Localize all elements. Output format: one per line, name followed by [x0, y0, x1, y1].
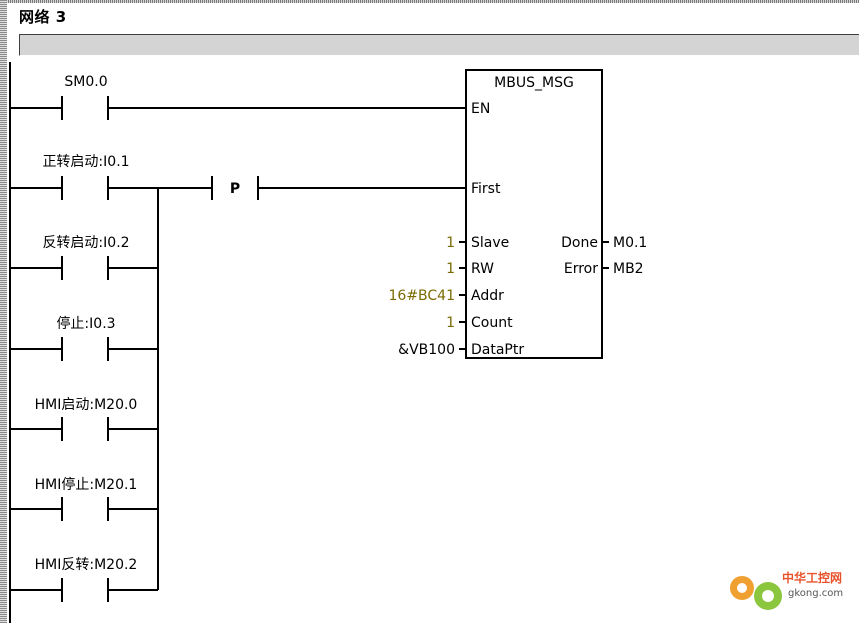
- gkong-watermark: 中华工控网 gkong.com: [730, 570, 843, 610]
- pin-addr-value[interactable]: 16#BC41: [389, 288, 456, 304]
- contact-m20-0[interactable]: [61, 417, 109, 441]
- mbus-msg-block[interactable]: [465, 69, 603, 359]
- pin-count: Count: [471, 315, 513, 331]
- frame-left-border: [0, 0, 7, 623]
- contact-i0-1[interactable]: [61, 176, 109, 200]
- contact-label: HMI启动:M20.0: [35, 397, 138, 413]
- contact-i0-3[interactable]: [61, 337, 109, 361]
- contact-label: 正转启动:I0.1: [42, 154, 129, 170]
- contact-label: SM0.0: [64, 74, 107, 90]
- pin-first: First: [471, 181, 501, 197]
- pin-done: Done: [561, 235, 598, 251]
- pin-done-value[interactable]: M0.1: [613, 235, 647, 251]
- contact-i0-2[interactable]: [61, 256, 109, 280]
- pin-rw: RW: [471, 261, 494, 277]
- pin-en: EN: [471, 101, 490, 117]
- contact-label: 停止:I0.3: [56, 315, 115, 332]
- contact-label: HMI反转:M20.2: [35, 557, 138, 573]
- gear-icon: [730, 576, 782, 610]
- watermark-en: gkong.com: [788, 588, 843, 599]
- watermark-cn: 中华工控网: [782, 570, 842, 585]
- frame-top-border: [0, 0, 859, 3]
- pin-slave: Slave: [471, 235, 509, 251]
- block-title: MBUS_MSG: [494, 75, 574, 91]
- contact-label: 反转启动:I0.2: [42, 235, 129, 251]
- pin-dataptr-value[interactable]: &VB100: [398, 342, 455, 358]
- pin-count-value[interactable]: 1: [446, 315, 455, 331]
- rung-wires: [10, 107, 466, 591]
- edge-detector-label: P: [230, 181, 240, 197]
- pin-error-value[interactable]: MB2: [613, 261, 644, 277]
- network-title[interactable]: 网络 3: [19, 8, 67, 26]
- contact-label: HMI停止:M20.1: [35, 476, 138, 493]
- edge-detector-p[interactable]: [211, 176, 259, 200]
- pin-slave-value[interactable]: 1: [446, 235, 455, 251]
- pin-dataptr: DataPtr: [471, 342, 524, 358]
- contact-sm0-0[interactable]: [61, 96, 109, 120]
- pin-addr: Addr: [471, 288, 504, 304]
- contact-m20-2[interactable]: [61, 578, 109, 602]
- network-comment-bar[interactable]: [19, 34, 859, 56]
- contact-m20-1[interactable]: [61, 497, 109, 521]
- pin-rw-value[interactable]: 1: [446, 261, 455, 277]
- pin-error: Error: [564, 261, 598, 277]
